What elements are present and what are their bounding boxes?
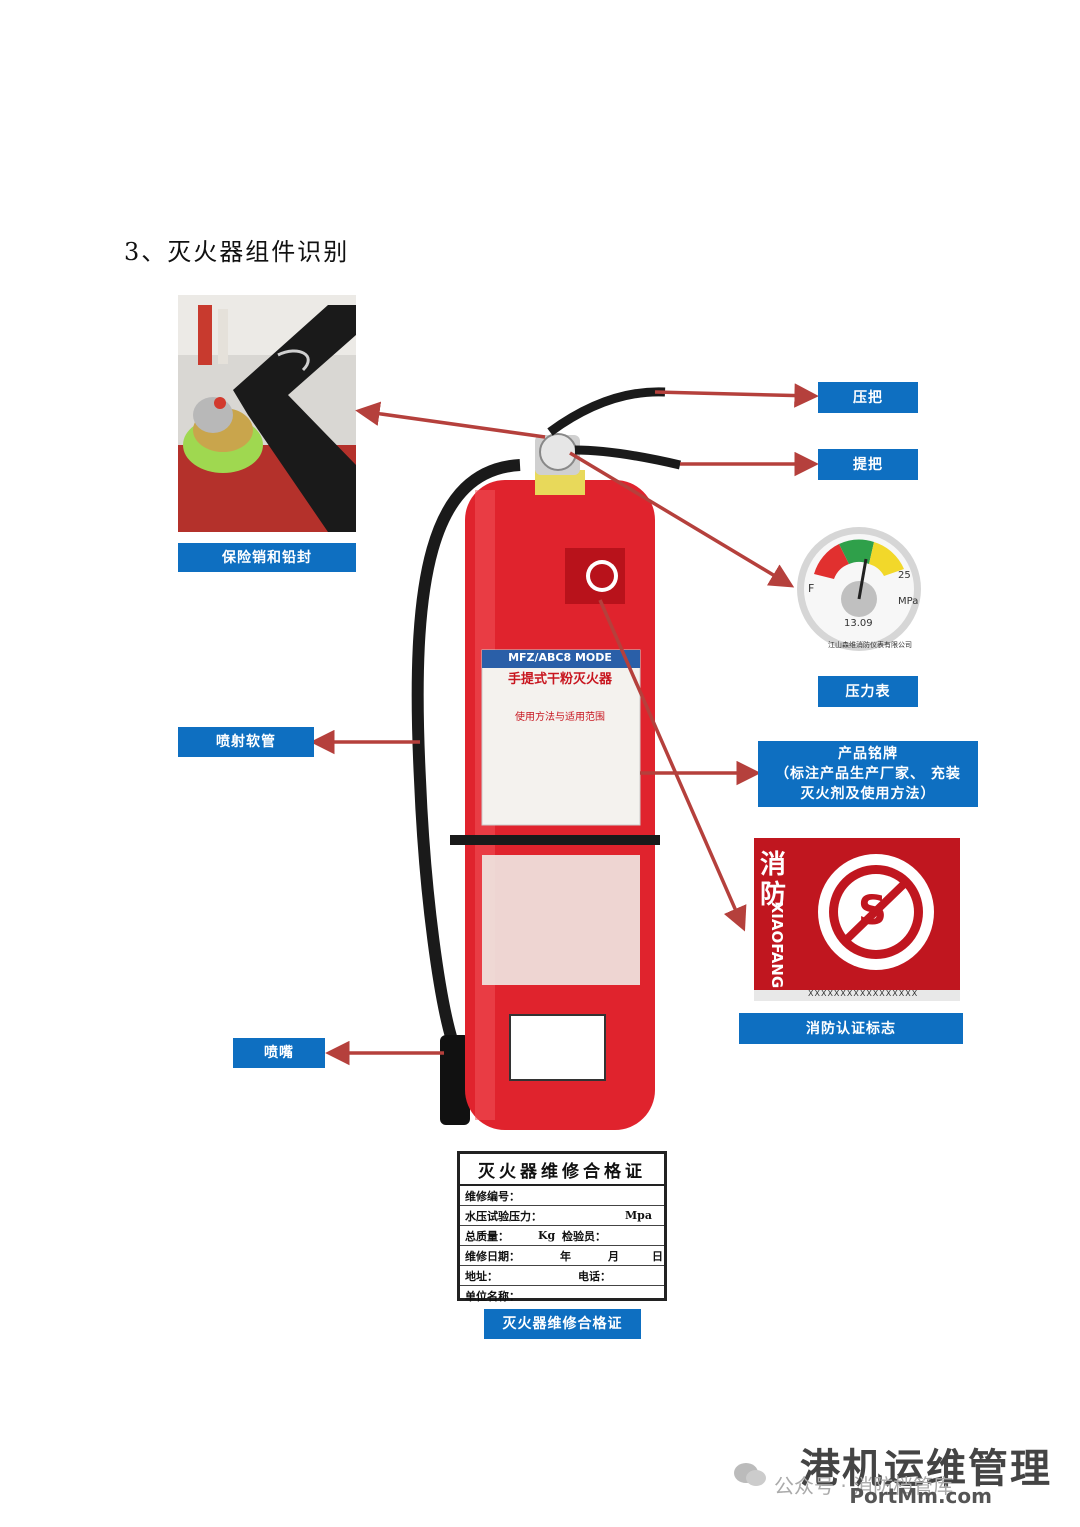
repair-cert-mass-unit: Kg — [538, 1229, 556, 1242]
repair-cert-row-unit: 单位名称： — [460, 1286, 664, 1305]
watermark-account: 公众号 · 消防档管库 — [774, 1474, 954, 1498]
repair-cert-row-mass: 总质量： Kg 检验员： — [460, 1226, 664, 1246]
repair-cert-title: 灭火器维修合格证 — [460, 1154, 664, 1186]
repair-cert-number-label: 维修编号： — [465, 1189, 520, 1203]
label-certification-mark: 消防认证标志 — [739, 1013, 963, 1044]
repair-cert-date-label: 维修日期： — [465, 1249, 520, 1263]
repair-cert-mass-label: 总质量： — [465, 1229, 509, 1243]
repair-cert-day: 日 — [652, 1249, 663, 1263]
label-nameplate-line3: 灭火剂及使用方法） — [800, 786, 936, 802]
repair-cert-row-pressure: 水压试验压力： Mpa — [460, 1206, 664, 1226]
repair-certificate: 灭火器维修合格证 维修编号： 水压试验压力： Mpa 总质量： Kg 检验员： … — [457, 1151, 667, 1303]
cert-letter: S — [858, 888, 887, 934]
label-pressure-handle: 压把 — [818, 382, 918, 413]
label-nameplate: 产品铭牌 （标注产品生产厂家、 充装 灭火剂及使用方法） — [758, 741, 978, 807]
label-nameplate-line1: 产品铭牌 — [838, 746, 898, 762]
label-nozzle: 喷嘴 — [233, 1038, 325, 1068]
label-repair-cert: 灭火器维修合格证 — [484, 1309, 641, 1339]
extinguisher-illustration — [411, 387, 682, 1130]
gauge-left-mark: F — [808, 582, 815, 595]
gauge-unit: MPa — [898, 596, 919, 607]
wechat-icon — [734, 1463, 766, 1486]
nameplate-model: MFZ/ABC8 MODE — [508, 651, 612, 664]
safety-pin-photo — [178, 295, 356, 532]
watermark-site: PortMm.com — [849, 1484, 992, 1508]
watermark-brand: 港机运维管理 — [800, 1446, 1052, 1492]
cert-char-2: 防 — [760, 880, 787, 910]
certification-mark-photo: 消 防 XIAOFANG S XXXXXXXXXXXXXXXXX — [754, 838, 960, 1001]
repair-cert-phone-label: 电话： — [578, 1269, 611, 1283]
cert-serial: XXXXXXXXXXXXXXXXX — [808, 989, 919, 998]
nameplate-type: 手提式干粉灭火器 — [507, 672, 612, 687]
repair-cert-month: 月 — [608, 1249, 619, 1263]
repair-cert-pressure-label: 水压试验压力： — [465, 1209, 542, 1223]
gauge-scale: 25 — [898, 570, 911, 581]
repair-cert-pressure-unit: Mpa — [625, 1209, 652, 1222]
gauge-date: 13.09 — [844, 618, 873, 629]
repair-cert-inspector-label: 检验员： — [562, 1229, 606, 1243]
label-nameplate-line2: （标注产品生产厂家、 充装 — [775, 766, 961, 782]
repair-cert-year: 年 — [560, 1249, 571, 1263]
label-safety-pin: 保险销和铅封 — [178, 543, 356, 572]
cert-char-1: 消 — [760, 850, 787, 880]
label-hose: 喷射软管 — [178, 727, 314, 757]
repair-cert-row-number: 维修编号： — [460, 1186, 664, 1206]
repair-cert-row-address: 地址： 电话： — [460, 1266, 664, 1286]
section-heading: 3、灭火器组件识别 — [124, 238, 350, 266]
nameplate-usage: 使用方法与适用范围 — [515, 712, 605, 723]
label-carry-handle: 提把 — [818, 449, 918, 480]
label-pressure-gauge: 压力表 — [818, 676, 918, 707]
repair-cert-unit-label: 单位名称： — [465, 1289, 520, 1303]
repair-cert-address-label: 地址： — [465, 1269, 498, 1283]
repair-cert-row-date: 维修日期： 年 月 日 — [460, 1246, 664, 1266]
gauge-maker: 江山森维消防仪表有限公司 — [828, 641, 912, 649]
pressure-gauge-photo — [797, 527, 921, 651]
